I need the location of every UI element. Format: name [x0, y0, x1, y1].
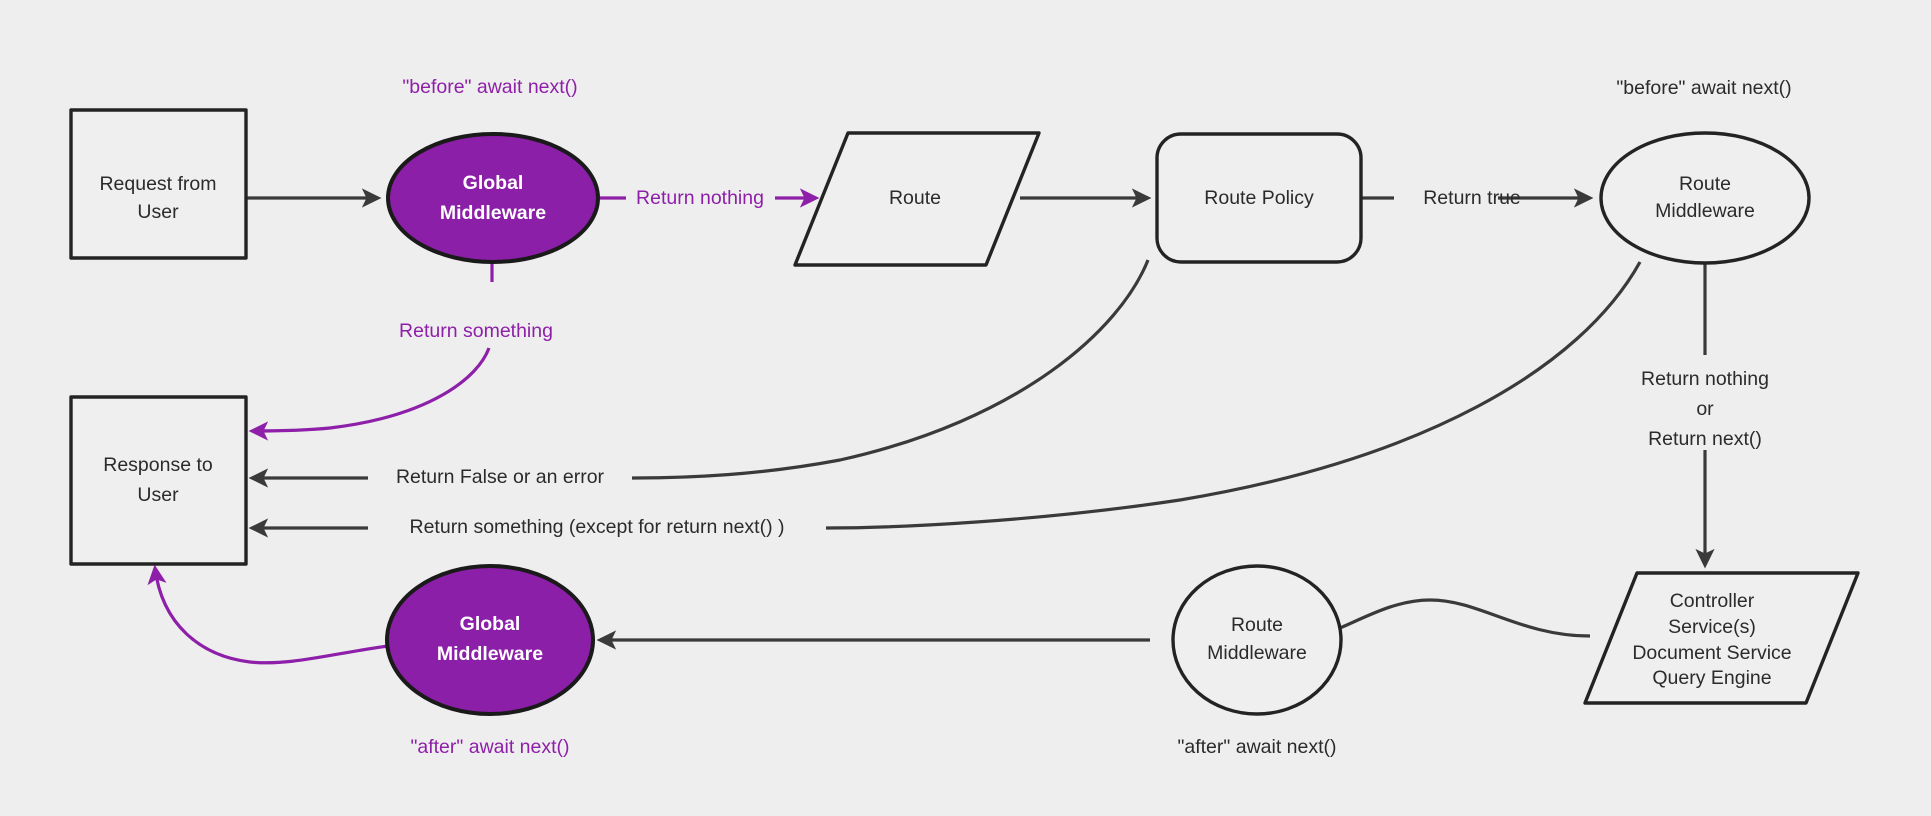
- node-controller-label-line1: Controller: [1670, 590, 1755, 612]
- node-response-shape[interactable]: [69, 395, 248, 566]
- node-request-label-line1: Request from: [99, 173, 216, 195]
- edge-label-return-nothing-2: Return nothing: [1641, 368, 1769, 390]
- node-route-label: Route: [889, 187, 941, 209]
- node-controller-shape[interactable]: [1583, 571, 1860, 705]
- node-request-shape[interactable]: [69, 108, 248, 260]
- node-response-label-line1: Response to: [103, 454, 213, 476]
- edge-route-middleware-to-response-curve: [825, 261, 1642, 530]
- edge-label-return-nothing: Return nothing: [636, 187, 764, 209]
- node-global-middleware-top-label-line2: Middleware: [440, 202, 546, 224]
- node-request-label-line2: User: [137, 201, 179, 223]
- edge-label-return-something: Return something: [399, 320, 553, 342]
- node-controller-label-line2: Service(s): [1668, 616, 1756, 638]
- edge-label-or: or: [1696, 398, 1714, 420]
- node-route-shape[interactable]: [793, 131, 1041, 267]
- phase-label-global-before: "before" await next(): [402, 76, 577, 98]
- node-response-label-line2: User: [137, 484, 179, 506]
- phase-label-route-before: "before" await next(): [1616, 77, 1791, 99]
- edge-label-return-true: Return true: [1423, 187, 1521, 209]
- node-controller-label-line4: Query Engine: [1652, 667, 1771, 689]
- node-route-middleware-bottom-label-line2: Middleware: [1207, 642, 1307, 664]
- node-route-middleware-top-label-line2: Middleware: [1655, 200, 1755, 222]
- node-route-middleware-top-shape[interactable]: [1599, 131, 1811, 265]
- edge-label-return-false-or-error: Return False or an error: [396, 466, 605, 488]
- edge-global-middleware-to-response-curve: [248, 347, 491, 441]
- phase-label-route-after: "after" await next(): [1177, 736, 1336, 758]
- phase-label-global-after: "after" await next(): [410, 736, 569, 758]
- node-route-policy-shape[interactable]: [1155, 132, 1363, 264]
- node-global-middleware-top-label-line1: Global: [463, 172, 524, 194]
- node-route-middleware-bottom-shape[interactable]: [1171, 564, 1343, 716]
- node-route-middleware-bottom-label-line1: Route: [1231, 614, 1283, 636]
- edge-label-return-something-except: Return something (except for return next…: [410, 516, 785, 538]
- edge-route-policy-to-response-curve: [631, 259, 1150, 480]
- edge-label-return-next: Return next(): [1648, 428, 1762, 450]
- node-route-middleware-top-label-line1: Route: [1679, 173, 1731, 195]
- edge-global-middleware-bottom-to-response: [147, 564, 389, 665]
- node-route-policy-label: Route Policy: [1204, 187, 1314, 209]
- node-global-middleware-bottom-shape[interactable]: [385, 564, 595, 716]
- node-global-middleware-bottom-label-line1: Global: [460, 613, 521, 635]
- edge-controller-to-route-middleware-bottom: [1296, 598, 1591, 648]
- node-controller-label-line3: Document Service: [1632, 642, 1791, 664]
- node-global-middleware-top-shape[interactable]: [386, 132, 600, 264]
- node-global-middleware-bottom-label-line2: Middleware: [437, 643, 543, 665]
